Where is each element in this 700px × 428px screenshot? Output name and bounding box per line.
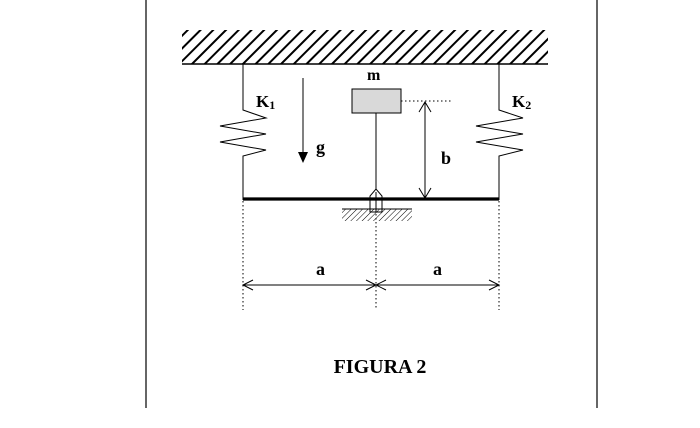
height-label: b bbox=[441, 148, 451, 168]
spring-right bbox=[475, 64, 524, 200]
dim-arrow-3-icon bbox=[374, 279, 387, 291]
figure-caption: FIGURA 2 bbox=[334, 356, 427, 378]
dim-arrow-1-icon bbox=[241, 279, 254, 291]
dimension-label-right: a bbox=[433, 259, 442, 279]
gravity-arrow-icon bbox=[298, 152, 308, 163]
dim-arrow-4-icon bbox=[488, 279, 501, 291]
dimension-label-left: a bbox=[316, 259, 325, 279]
ceiling-support bbox=[182, 30, 548, 64]
spring-right-label: K2 bbox=[512, 92, 531, 112]
mass-label: m bbox=[367, 67, 381, 84]
spring-left-label: K1 bbox=[256, 92, 275, 112]
pivot-ground bbox=[342, 209, 412, 221]
height-arrow-top-icon bbox=[418, 101, 432, 113]
gravity-label: g bbox=[316, 137, 325, 157]
mass-block bbox=[351, 88, 402, 114]
spring-left bbox=[219, 64, 268, 200]
